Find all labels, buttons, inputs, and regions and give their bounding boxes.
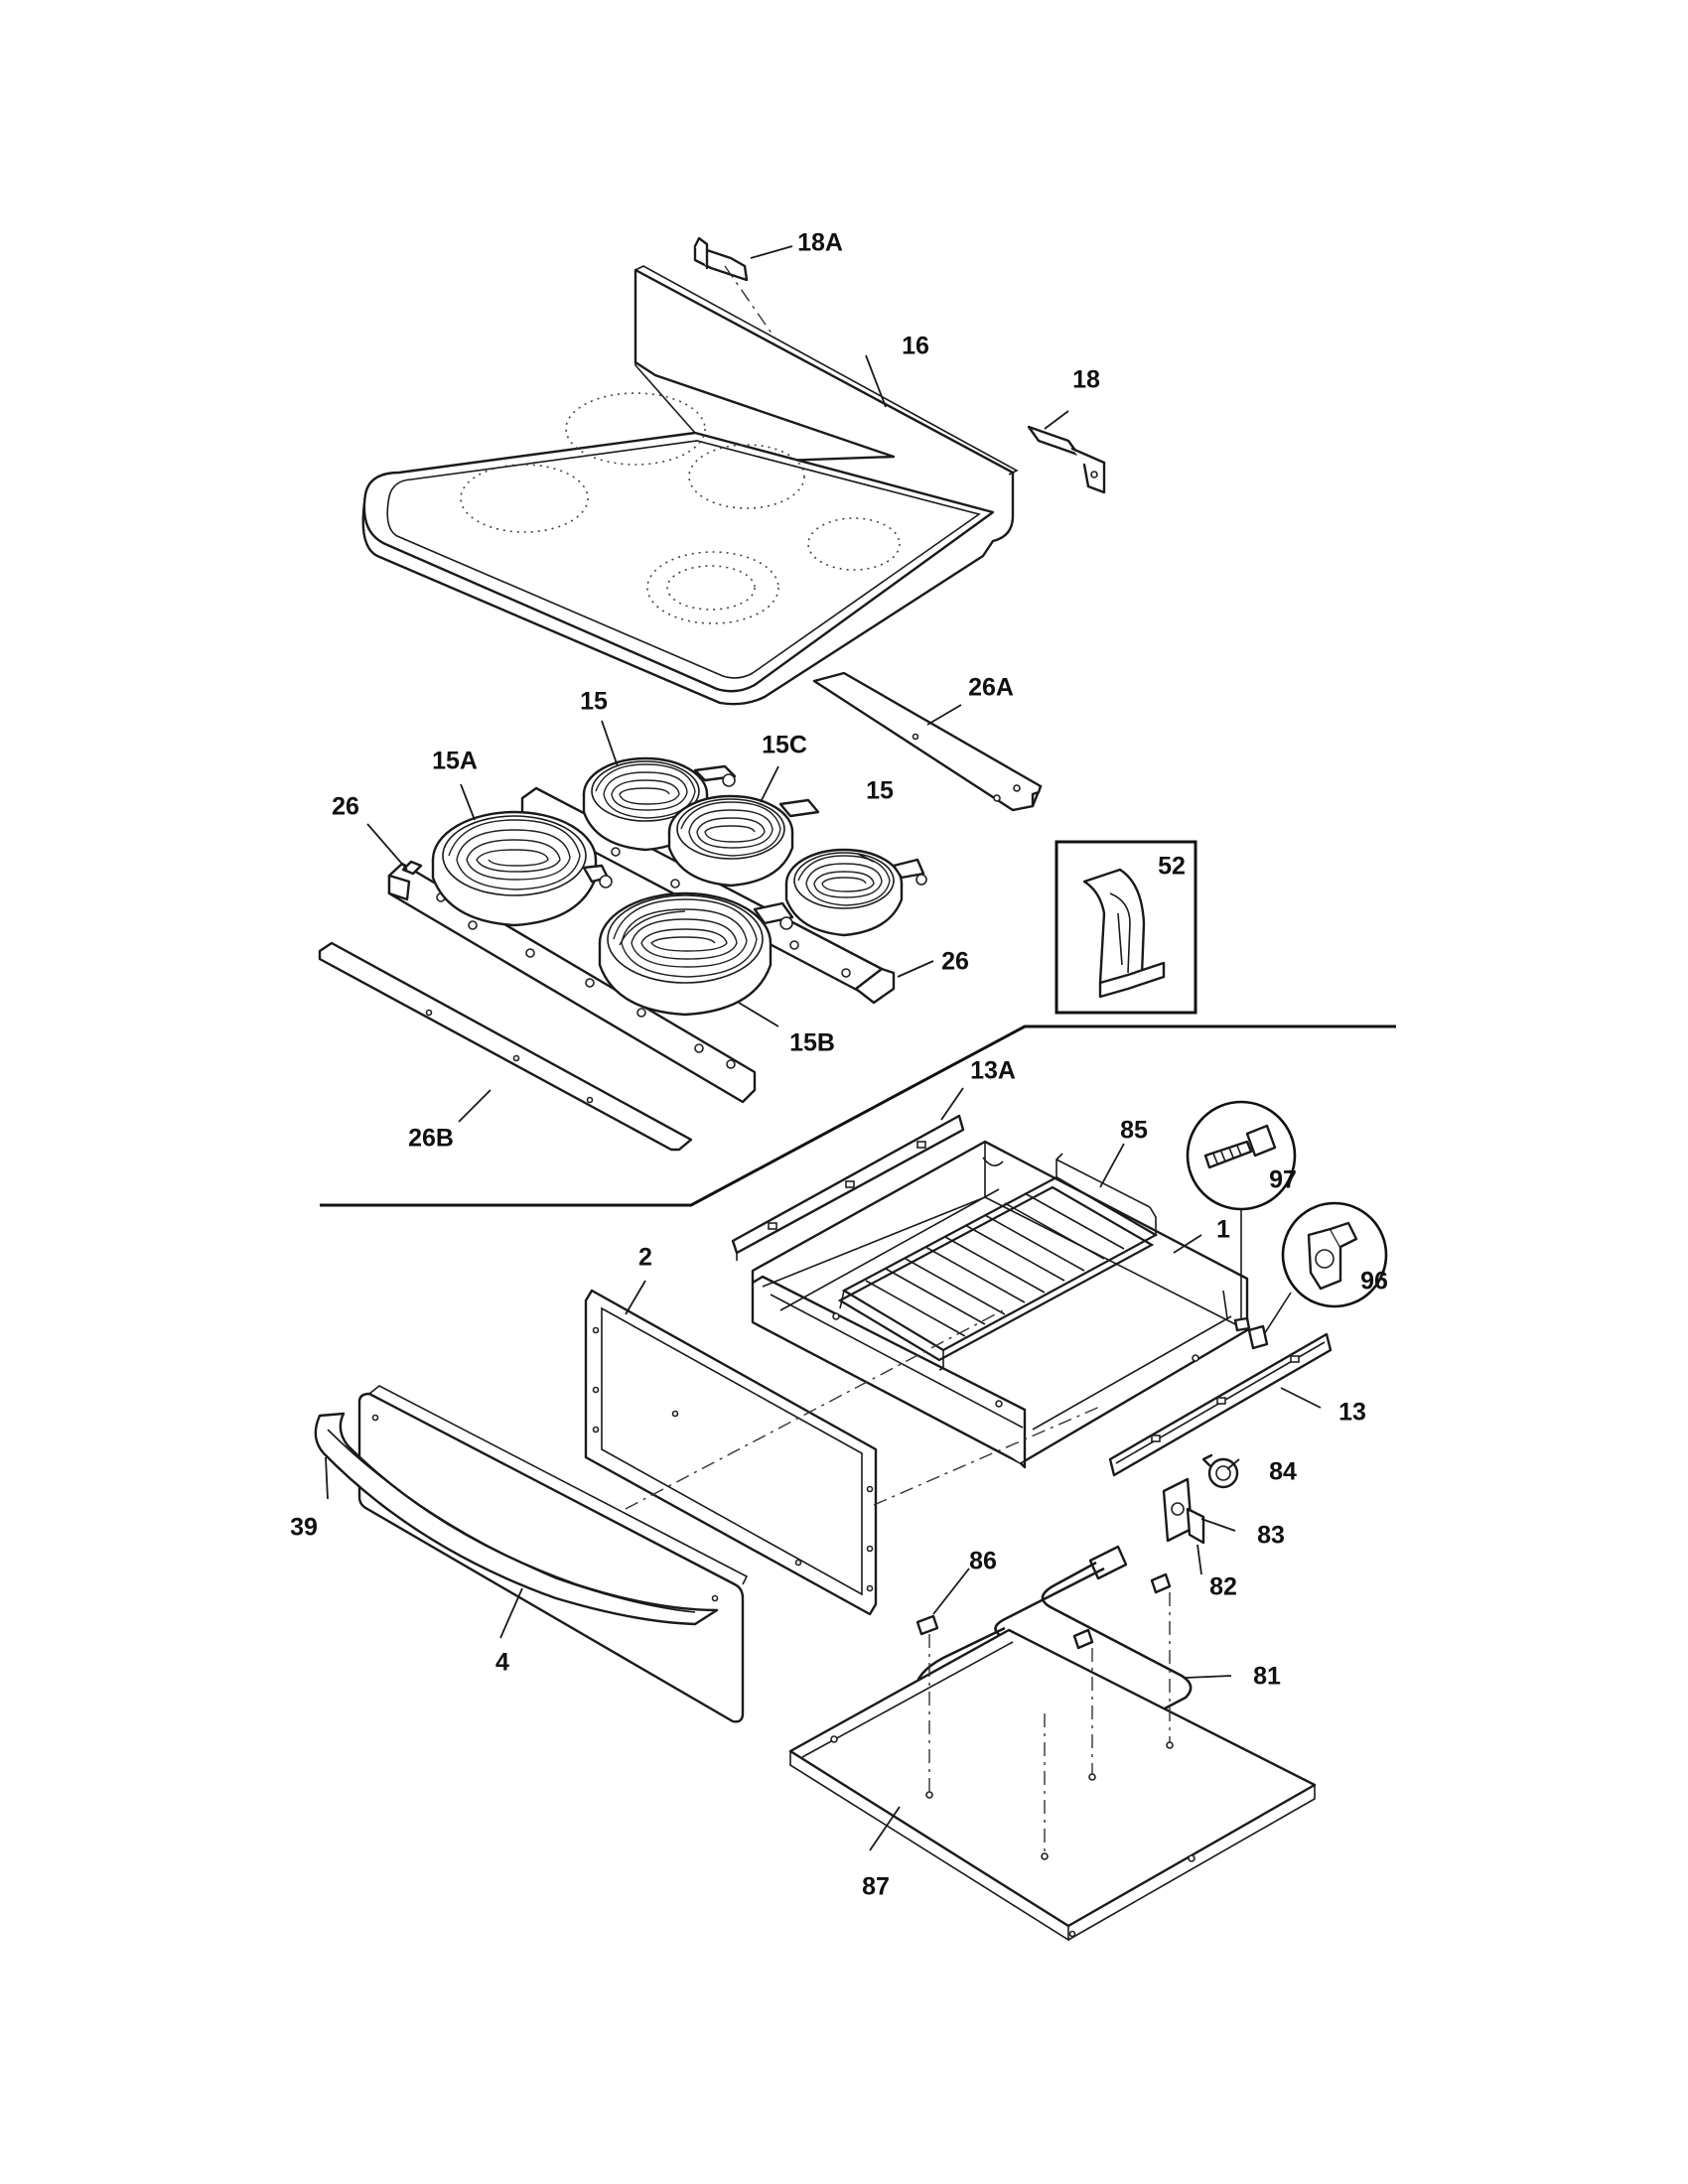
callout-labels: 18A 16 18 26A 15 15C 15A 15 26 52 26 15B… [290,229,1388,1901]
element-15-back [582,756,737,852]
base-pan-87 [788,1628,1317,1942]
label-15C: 15C [762,732,807,759]
bracket-rail-26-left [387,860,757,1104]
label-26-left: 26 [332,793,359,821]
label-15-back: 15 [580,688,608,716]
element-15B [598,891,794,1017]
clip-86-c [1150,1572,1172,1594]
label-87: 87 [862,1873,890,1901]
label-13A: 13A [970,1057,1016,1085]
label-15B: 15B [789,1029,835,1057]
element-15C [667,794,820,887]
label-85: 85 [1120,1117,1148,1145]
label-13: 13 [1338,1399,1366,1427]
label-82: 82 [1209,1573,1237,1601]
element-15-right [784,848,927,937]
label-26A: 26A [968,674,1014,702]
label-26B: 26B [408,1125,454,1153]
slide-rail-13 [1108,1332,1333,1477]
label-16: 16 [902,333,929,360]
clip-86-b [1072,1628,1094,1650]
label-81: 81 [1253,1663,1281,1691]
clip-86-a [915,1614,939,1636]
inset-box-52 [1055,840,1197,1015]
drawer-body-1 [751,1140,1249,1469]
label-97: 97 [1269,1166,1297,1194]
wire-rack-85 [837,1153,1159,1371]
section-divider [320,1024,1396,1207]
clip-callout-96 [1258,1201,1388,1343]
door-gasket-2 [584,1289,878,1616]
label-52: 52 [1158,853,1186,881]
bracket-18 [1027,425,1106,494]
screw-callout-97 [1186,1100,1297,1320]
label-86: 86 [969,1548,997,1575]
label-1: 1 [1216,1216,1230,1244]
element-15A [431,810,613,927]
bracket-83 [1162,1477,1205,1545]
trim-strip-26B [318,941,693,1152]
slide-rail-13A [731,1114,965,1261]
rail-26A [812,671,1043,812]
drawer-front-4 [357,1385,749,1723]
label-18: 18 [1072,366,1100,394]
screw-97-small [1233,1316,1251,1332]
label-15-right: 15 [866,777,894,805]
clip-96-small [1247,1324,1269,1350]
label-96: 96 [1360,1268,1388,1296]
bracket-18A [693,236,749,282]
label-26-right: 26 [941,948,969,976]
label-18A: 18A [797,229,843,257]
label-83: 83 [1257,1522,1285,1550]
switch-84 [1201,1453,1239,1489]
label-4: 4 [495,1649,509,1677]
label-2: 2 [638,1244,652,1272]
label-39: 39 [290,1514,318,1542]
label-15A: 15A [432,748,478,775]
label-84: 84 [1269,1458,1297,1486]
cooktop-glass-top [361,265,1019,706]
handle-39 [314,1412,719,1626]
